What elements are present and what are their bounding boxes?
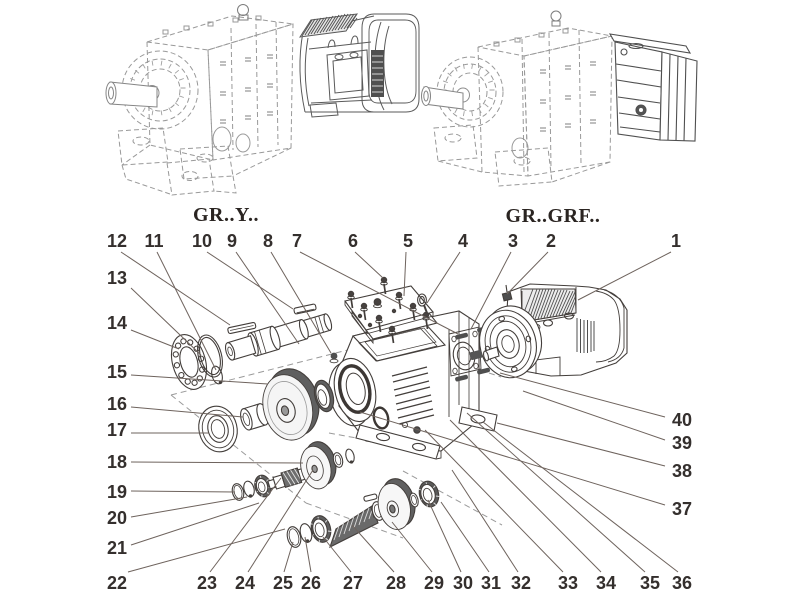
svg-text:18: 18 — [107, 452, 127, 472]
svg-text:2: 2 — [546, 231, 556, 251]
svg-text:39: 39 — [672, 433, 692, 453]
svg-text:11: 11 — [144, 231, 163, 251]
svg-text:34: 34 — [596, 573, 616, 593]
svg-text:15: 15 — [107, 362, 127, 382]
svg-text:20: 20 — [107, 508, 127, 528]
svg-text:31: 31 — [481, 573, 501, 593]
svg-text:9: 9 — [227, 231, 237, 251]
svg-text:30: 30 — [453, 573, 473, 593]
svg-text:19: 19 — [107, 482, 127, 502]
svg-text:6: 6 — [348, 231, 358, 251]
svg-text:1: 1 — [671, 231, 681, 251]
svg-text:GR..Y..: GR..Y.. — [193, 204, 259, 226]
svg-text:40: 40 — [672, 410, 692, 430]
svg-text:32: 32 — [511, 573, 531, 593]
svg-text:23: 23 — [197, 573, 217, 593]
svg-text:28: 28 — [386, 573, 406, 593]
svg-text:4: 4 — [458, 231, 468, 251]
svg-text:17: 17 — [107, 420, 127, 440]
svg-text:27: 27 — [343, 573, 363, 593]
svg-text:5: 5 — [403, 231, 413, 251]
svg-text:29: 29 — [424, 573, 444, 593]
svg-text:16: 16 — [107, 394, 127, 414]
svg-text:8: 8 — [263, 231, 273, 251]
svg-text:21: 21 — [107, 538, 127, 558]
svg-text:37: 37 — [672, 499, 692, 519]
svg-text:14: 14 — [107, 313, 127, 333]
svg-text:24: 24 — [235, 573, 255, 593]
svg-text:13: 13 — [107, 268, 127, 288]
svg-text:22: 22 — [107, 573, 127, 593]
svg-text:38: 38 — [672, 461, 692, 481]
svg-text:7: 7 — [292, 231, 302, 251]
svg-text:35: 35 — [640, 573, 660, 593]
svg-text:10: 10 — [192, 231, 212, 251]
svg-text:GR..GRF..: GR..GRF.. — [506, 205, 601, 227]
svg-text:36: 36 — [672, 573, 692, 593]
svg-text:25: 25 — [273, 573, 293, 593]
svg-text:26: 26 — [301, 573, 321, 593]
svg-text:12: 12 — [107, 231, 127, 251]
svg-text:33: 33 — [558, 573, 578, 593]
svg-text:3: 3 — [508, 231, 518, 251]
